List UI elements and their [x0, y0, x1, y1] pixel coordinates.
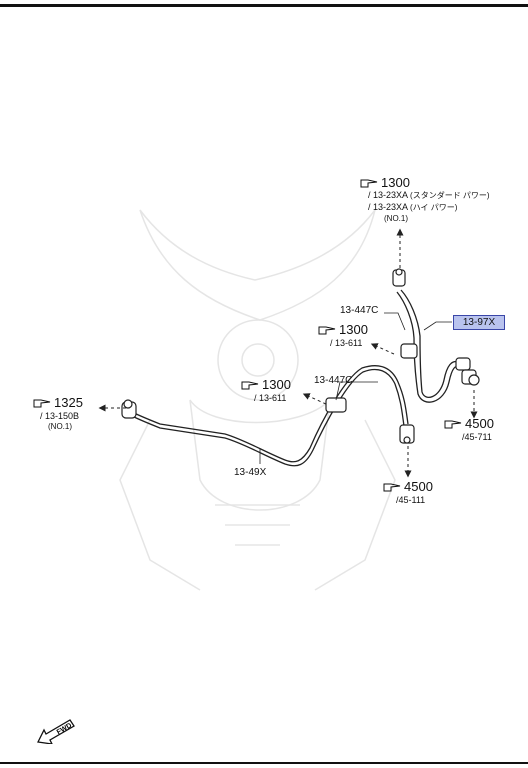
pointing-hand-icon	[33, 399, 51, 408]
ref-4500-right-num: 4500	[465, 416, 494, 431]
top-rule	[0, 4, 528, 7]
part-13-447c-mid: 13-447C	[314, 375, 353, 386]
pointing-hand-icon	[383, 483, 401, 492]
ref-1300-top-line2-text: / 13-23XA	[368, 202, 408, 212]
ref-1300-top-num: 1300	[381, 175, 410, 190]
ref-1300-mid-num: 1300	[339, 322, 368, 337]
pointing-hand-icon	[360, 179, 378, 188]
leader-lines	[259, 312, 452, 464]
part-13-447c-top: 13-447C	[340, 305, 379, 316]
ref-4500-right-sub: /45-711	[462, 432, 492, 442]
ref-1300-top: 1300	[360, 176, 410, 189]
ref-1300-mid-sub: / 13-611	[330, 338, 363, 348]
ref-1300-top-line2-jp: (ハイ パワー)	[410, 203, 458, 212]
ref-1300-top-line1-text: / 13-23XA	[368, 190, 408, 200]
fwd-arrow-icon: FWD	[37, 719, 75, 744]
ref-4500-bottom-num: 4500	[404, 479, 433, 494]
ref-4500-right: 4500	[444, 417, 494, 430]
pointing-hand-icon	[444, 420, 462, 429]
ref-4500-bottom: 4500	[383, 480, 433, 493]
hose-13-97x	[396, 289, 462, 403]
pointing-hand-icon	[318, 326, 336, 335]
samurai-watermark	[119, 209, 396, 591]
ref-4500-bottom-sub: /45-111	[396, 495, 426, 505]
ref-1300-left-sub: / 13-611	[254, 393, 287, 403]
pointing-hand-icon	[241, 381, 259, 390]
ref-1300-top-line3: (NO.1)	[384, 214, 408, 223]
ref-1300-left-num: 1300	[262, 377, 291, 392]
ref-1325-sub: / 13-150B	[40, 411, 80, 421]
ref-1325: 1325	[33, 396, 83, 409]
ref-1325-num: 1325	[54, 395, 83, 410]
ref-1300-left: 1300	[241, 378, 291, 391]
part-13-97x-highlight: 13-97X	[453, 315, 505, 330]
ref-1325-sub2: (NO.1)	[48, 422, 72, 431]
part-13-49x: 13-49X	[234, 467, 267, 478]
fwd-label: FWD	[56, 722, 73, 736]
ref-1300-top-line1-jp: (スタンダード パワー)	[410, 191, 490, 200]
ref-arrows	[98, 228, 478, 478]
ref-1300-mid: 1300	[318, 323, 368, 336]
ref-1300-top-line1: / 13-23XA (スタンダード パワー)	[368, 191, 490, 200]
bottom-rule	[0, 762, 528, 764]
connectors	[121, 268, 480, 444]
ref-1300-top-line2: / 13-23XA (ハイ パワー)	[368, 203, 457, 212]
hose-13-49x	[131, 365, 409, 467]
